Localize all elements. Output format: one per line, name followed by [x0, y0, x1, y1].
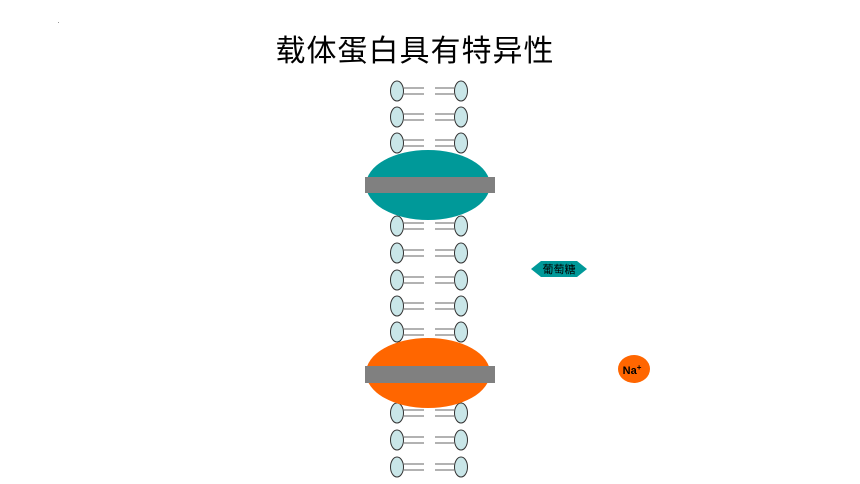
phospholipid-head-right	[454, 456, 468, 478]
sodium-carrier-protein	[365, 338, 495, 408]
slide-title: 载体蛋白具有特异性	[275, 34, 555, 69]
phospholipid-head-left	[390, 106, 404, 128]
phospholipid-head-left	[390, 321, 404, 343]
sodium-charge: +	[637, 363, 642, 372]
sodium-ion: Na+	[618, 355, 650, 383]
phospholipid-head-left	[390, 132, 404, 154]
decorative-dot	[58, 22, 59, 23]
glucose-molecule: 葡萄糖	[531, 261, 587, 277]
phospholipid-head-right	[454, 80, 468, 102]
sodium-symbol: Na	[623, 365, 638, 377]
phospholipid-head-left	[390, 80, 404, 102]
phospholipid-head-right	[454, 242, 468, 264]
phospholipid-head-right	[454, 269, 468, 291]
phospholipid-head-right	[454, 132, 468, 154]
phospholipid-head-left	[390, 295, 404, 317]
phospholipid-head-right	[454, 106, 468, 128]
glucose-label: 葡萄糖	[543, 262, 576, 276]
phospholipid-head-left	[390, 269, 404, 291]
glucose-hexagon-shape	[531, 261, 587, 277]
phospholipid-head-right	[454, 321, 468, 343]
phospholipid-head-left	[390, 429, 404, 451]
sodium-carrier-bar	[365, 366, 495, 383]
phospholipid-bilayer	[390, 80, 468, 478]
glucose-carrier-protein	[365, 150, 495, 220]
phospholipid-head-left	[390, 242, 404, 264]
phospholipid-head-left	[390, 215, 404, 237]
phospholipid-head-left	[390, 402, 404, 424]
phospholipid-head-left	[390, 456, 404, 478]
phospholipid-head-right	[454, 402, 468, 424]
phospholipid-head-right	[454, 215, 468, 237]
sodium-ion-circle	[618, 355, 650, 383]
phospholipid-head-right	[454, 295, 468, 317]
phospholipid-head-right	[454, 429, 468, 451]
glucose-carrier-bar	[365, 177, 495, 193]
sodium-label: Na+	[623, 363, 642, 377]
